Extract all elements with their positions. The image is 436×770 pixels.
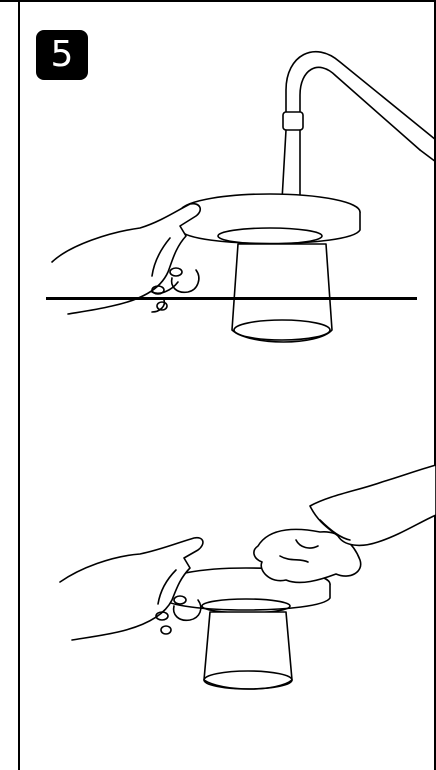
faucet-icon [286, 52, 436, 140]
wipe-with-cloth-illustration [0, 300, 436, 700]
cup-base-icon [204, 612, 292, 689]
rinse-under-tap-illustration [0, 0, 436, 300]
water-stream-icon [282, 130, 286, 200]
